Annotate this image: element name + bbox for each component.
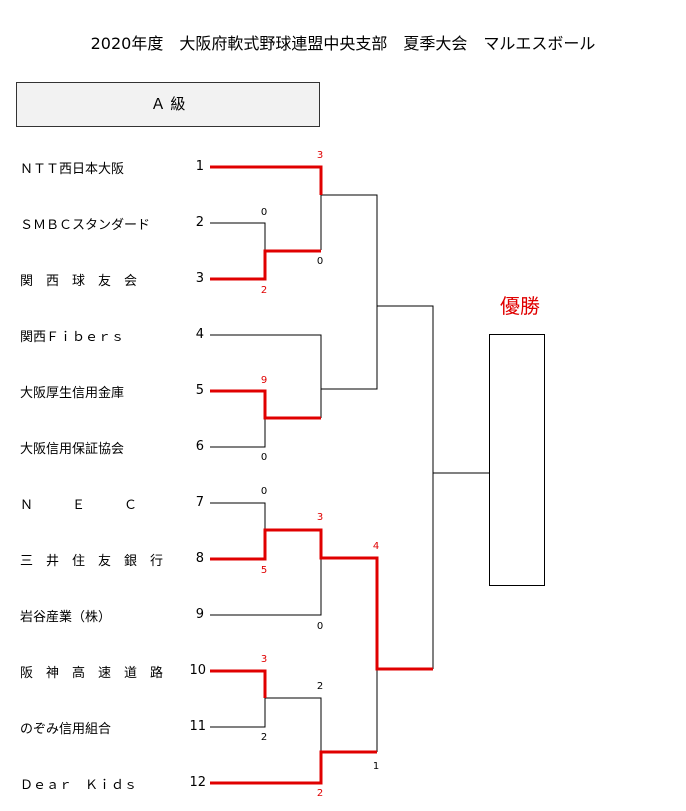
winner-path — [210, 528, 433, 671]
bracket-line — [321, 194, 378, 390]
match-score: 3 — [316, 150, 324, 161]
team-name: Ｎ Ｅ Ｃ — [20, 497, 138, 513]
team-seed: 3 — [195, 271, 204, 286]
match-score: 2 — [260, 285, 268, 296]
match-score: 2 — [260, 732, 268, 743]
match-score: 0 — [316, 256, 324, 267]
team-name: 大阪信用保証協会 — [20, 441, 125, 457]
team-name: 阪 神 高 速 道 路 — [20, 665, 164, 681]
team-seed: 8 — [195, 551, 204, 566]
team-seed: 6 — [195, 439, 204, 454]
team-name: Ｄｅａｒ Ｋｉｄｓ — [20, 777, 138, 793]
bracket-line — [210, 222, 266, 251]
winner-path — [210, 750, 377, 785]
team-name: 関西Ｆｉｂｅｒｓ — [20, 329, 125, 345]
match-score: 0 — [316, 621, 324, 632]
team-name: ＮＴＴ西日本大阪 — [20, 161, 125, 177]
team-seed: 10 — [189, 663, 206, 678]
match-score: 2 — [316, 788, 324, 799]
champion-label: 優勝 — [500, 294, 540, 318]
match-score: 4 — [372, 541, 380, 552]
team-name: 三 井 住 友 銀 行 — [20, 553, 164, 569]
match-score: 1 — [372, 761, 380, 772]
bracket-line — [210, 418, 266, 448]
match-score: 2 — [316, 681, 324, 692]
bracket-line — [210, 334, 322, 418]
match-score: 9 — [260, 375, 268, 386]
team-seed: 5 — [195, 383, 204, 398]
match-score: 0 — [260, 207, 268, 218]
team-seed: 9 — [195, 607, 204, 622]
team-seed: 12 — [189, 775, 206, 790]
match-score: 5 — [260, 565, 268, 576]
bracket-line — [210, 698, 266, 728]
bracket-line — [265, 697, 322, 752]
bracket-lines-black — [210, 194, 489, 752]
team-seed: 2 — [195, 215, 204, 230]
champion-box — [489, 334, 545, 586]
team-name: 岩谷産業（株） — [20, 609, 112, 625]
team-name: 大阪厚生信用金庫 — [20, 385, 125, 401]
team-seed: 11 — [189, 719, 206, 734]
bracket-line — [210, 502, 266, 530]
winner-path — [210, 389, 321, 420]
team-name: 関 西 球 友 会 — [20, 273, 138, 289]
team-seed: 1 — [195, 159, 204, 174]
winner-path — [210, 165, 323, 195]
bracket-lines-red — [210, 165, 433, 785]
page-title: 2020年度 大阪府軟式野球連盟中央支部 夏季大会 マルエスボール — [90, 34, 596, 53]
match-score: 0 — [260, 486, 268, 497]
team-seed: 7 — [195, 495, 204, 510]
team-seed: 4 — [195, 327, 204, 342]
team-name: ＳＭＢＣスタンダード — [20, 217, 151, 233]
class-label-box: Ａ 級 — [16, 82, 320, 127]
bracket-line — [377, 305, 434, 669]
class-label: Ａ 級 — [150, 95, 186, 113]
match-score: 3 — [316, 512, 324, 523]
winner-path — [210, 669, 267, 698]
winner-path — [210, 249, 321, 281]
match-score: 3 — [260, 654, 268, 665]
match-score: 0 — [260, 452, 268, 463]
team-name: のぞみ信用組合 — [20, 721, 112, 737]
